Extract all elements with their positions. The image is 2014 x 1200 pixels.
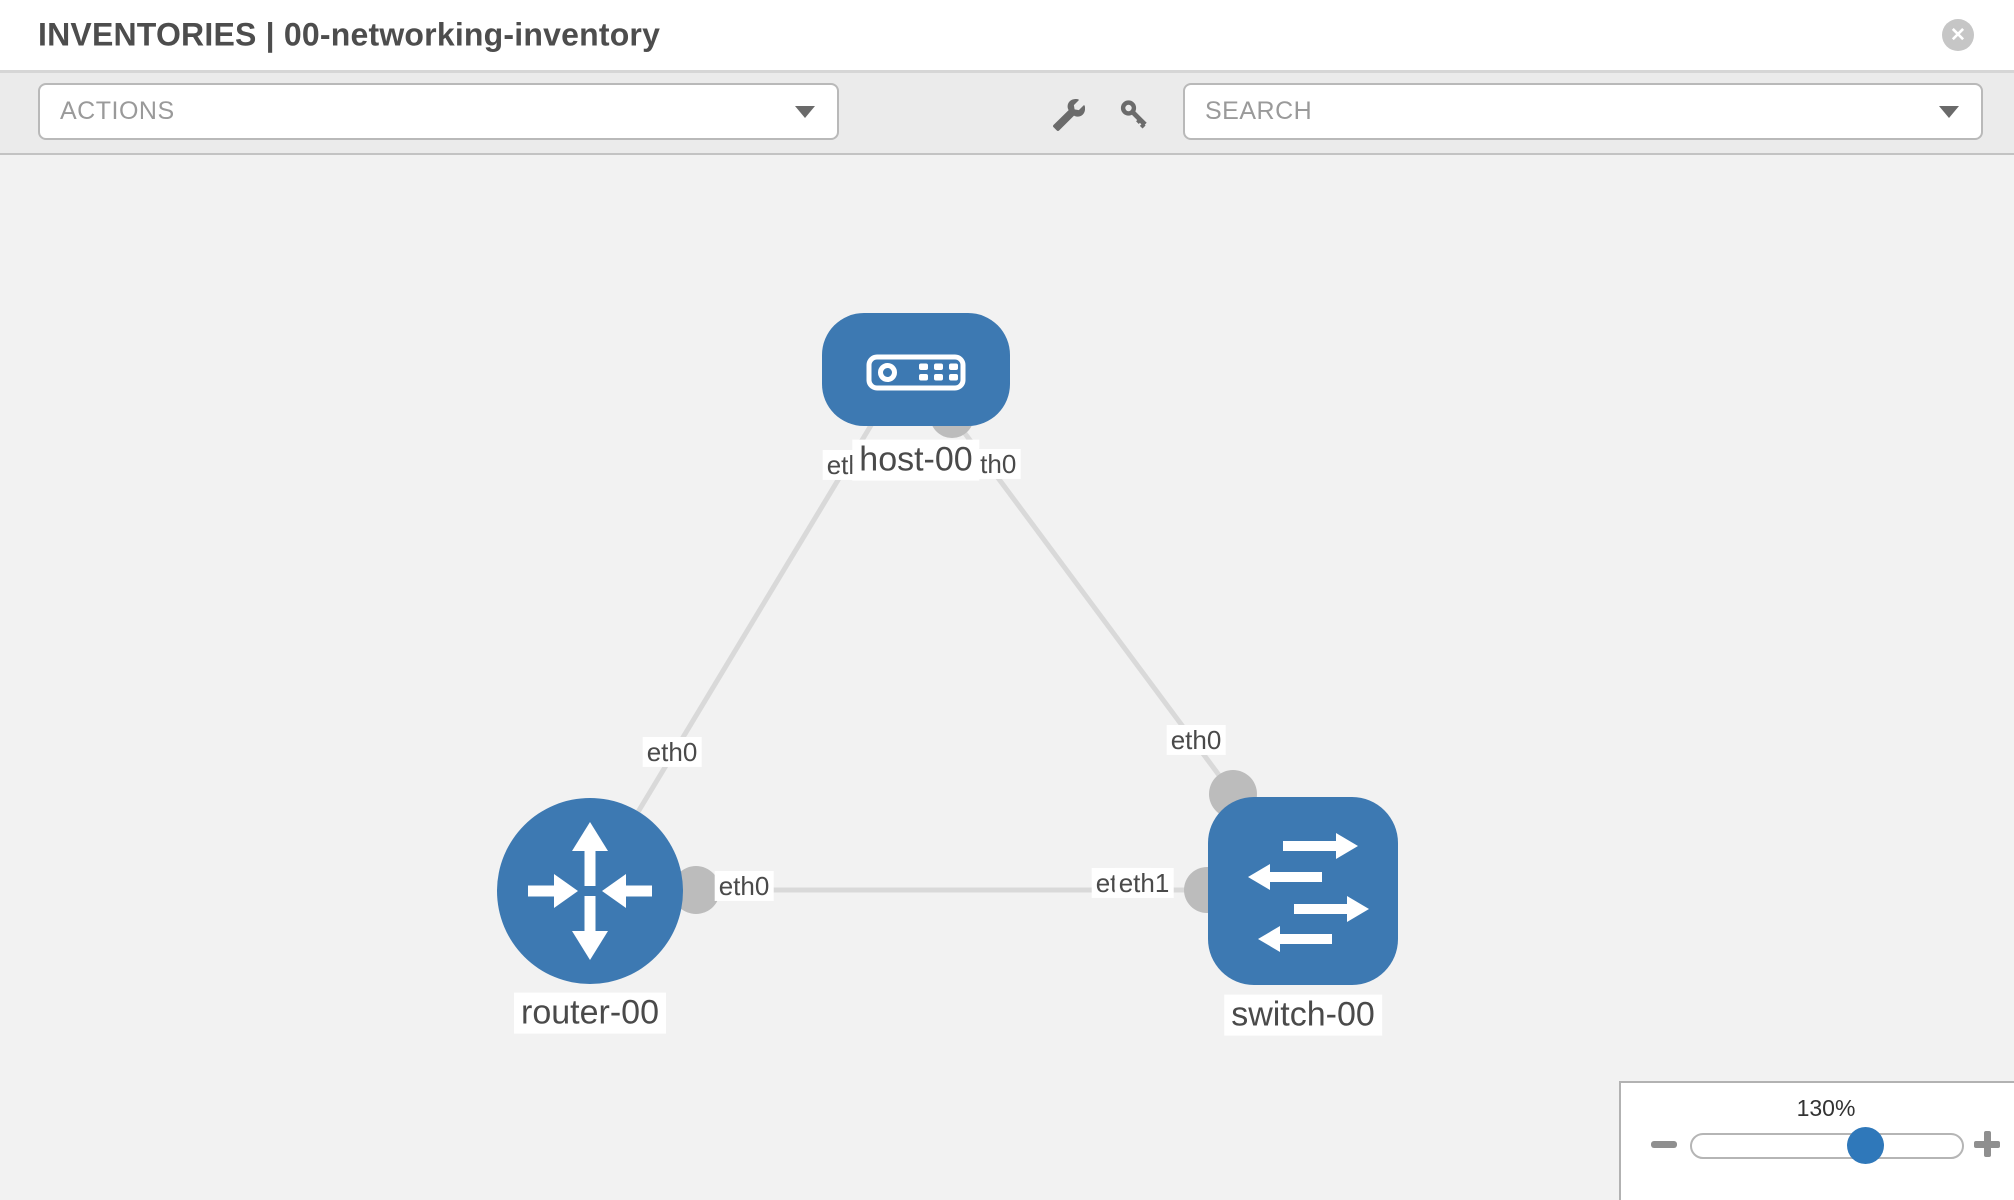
- node-label-router: router-00: [514, 992, 666, 1034]
- zoom-in-icon[interactable]: [1984, 1131, 1991, 1157]
- header-bar: INVENTORIES | 00-networking-inventory ✕: [0, 0, 2014, 73]
- close-icon[interactable]: ✕: [1942, 19, 1974, 51]
- interface-label: eth0: [642, 736, 702, 768]
- actions-dropdown[interactable]: ACTIONS: [38, 83, 839, 140]
- interface-label: eth0: [714, 870, 774, 902]
- chevron-down-icon: [795, 105, 815, 118]
- host-icon: [866, 354, 966, 391]
- wrench-icon[interactable]: [1053, 99, 1085, 131]
- node-router[interactable]: [497, 798, 683, 984]
- chevron-down-icon: [1939, 105, 1959, 118]
- zoom-level-value: 130%: [1796, 1095, 1856, 1121]
- search-dropdown[interactable]: SEARCH: [1183, 83, 1983, 140]
- page-title: INVENTORIES | 00-networking-inventory: [38, 16, 661, 53]
- port-router-eth0: [672, 866, 720, 914]
- interface-label: eth0: [1166, 724, 1226, 756]
- node-switch[interactable]: [1208, 797, 1398, 985]
- search-dropdown-label: SEARCH: [1205, 97, 1313, 125]
- switch-icon: [1248, 833, 1369, 952]
- link-group: [635, 414, 1236, 893]
- zoom-slider-thumb[interactable]: [1847, 1127, 1884, 1164]
- node-host[interactable]: [822, 313, 1010, 426]
- actions-dropdown-label: ACTIONS: [60, 97, 175, 125]
- zoom-slider-track[interactable]: [1690, 1133, 1964, 1159]
- zoom-out-icon[interactable]: [1651, 1141, 1677, 1148]
- toolbar: ACTIONS SEARCH: [0, 73, 2014, 155]
- node-label-host: host-00: [852, 439, 980, 481]
- zoom-panel: 130%: [1619, 1081, 2014, 1200]
- interface-label: eth1: [1114, 867, 1174, 899]
- key-icon[interactable]: [1119, 99, 1151, 131]
- node-label-switch: switch-00: [1224, 994, 1382, 1036]
- router-icon: [528, 822, 652, 960]
